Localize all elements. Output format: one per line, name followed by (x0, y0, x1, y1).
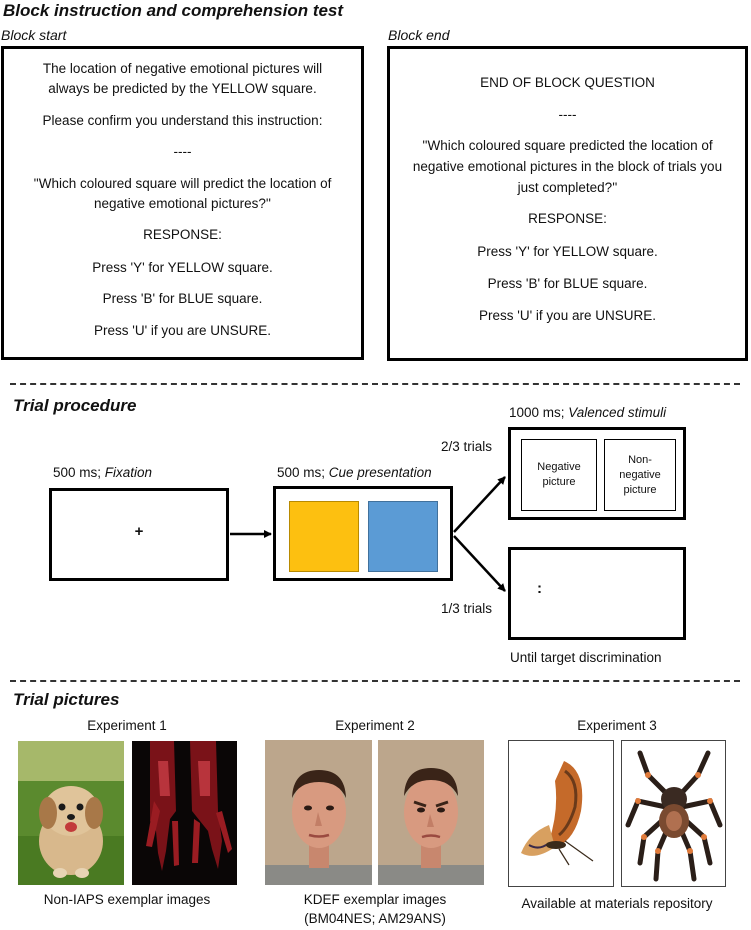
experiment-2-caption: KDEF exemplar images (303, 892, 447, 907)
block-start-option: Press 'B' for BLUE square. (102, 291, 263, 306)
non-negative-picture-label: Non-negative picture (619, 453, 661, 496)
block-instruction-title: Block instruction and comprehension test (3, 1, 344, 20)
cue-name: Cue presentation (328, 465, 432, 480)
valenced-time: 1000 ms; (509, 405, 569, 420)
block-end-response-label: RESPONSE: (528, 211, 607, 226)
cue-label: 500 ms; Cue presentation (277, 465, 432, 480)
experiment-3-heading: Experiment 3 (577, 718, 657, 733)
spider-photo (621, 740, 726, 887)
block-start-label: Block start (1, 27, 67, 43)
block-end-question: ''Which coloured square predicted the lo… (422, 138, 713, 153)
fixation-name: Fixation (104, 465, 153, 480)
block-end-question: just completed?'' (517, 180, 618, 195)
non-negative-picture-box: Non-negative picture (604, 439, 676, 511)
section-divider (10, 680, 740, 682)
fixation-cross: + (134, 523, 144, 540)
puppy-photo (18, 741, 124, 885)
experiment-2-caption-codes: (BM04NES; AM29ANS) (304, 911, 446, 926)
arrow-cue-to-target (453, 535, 506, 592)
valenced-name: Valenced stimuli (568, 405, 667, 420)
block-start-question: negative emotional pictures?'' (93, 196, 271, 211)
block-start-response-label: RESPONSE: (143, 227, 222, 242)
block-start-option: Press 'Y' for YELLOW square. (92, 260, 273, 275)
block-end-separator: ---- (558, 107, 577, 122)
valenced-label: 1000 ms; Valenced stimuli (509, 405, 666, 420)
block-start-separator: ---- (173, 144, 192, 159)
negative-picture-label: Negative picture (537, 461, 581, 488)
two-thirds-trials-label: 2/3 trials (441, 439, 493, 454)
block-start-question: ''Which coloured square will predict the… (33, 176, 332, 191)
butterfly-photo (508, 740, 614, 887)
target-symbol: : (537, 580, 542, 597)
experiment-1-caption: Non-IAPS exemplar images (43, 892, 211, 907)
fixation-screen: + (49, 488, 229, 581)
arrow-cue-to-valenced (453, 476, 506, 533)
bloody-hands-photo (132, 741, 237, 885)
yellow-cue-square (289, 501, 359, 572)
block-end-option: Press 'Y' for YELLOW square. (477, 244, 658, 259)
block-end-heading: END OF BLOCK QUESTION (480, 75, 655, 90)
block-end-option: Press 'B' for BLUE square. (487, 276, 648, 291)
blue-cue-square (368, 501, 438, 572)
fixation-time: 500 ms; (53, 465, 105, 480)
target-caption: Until target discrimination (510, 650, 662, 665)
block-end-label: Block end (388, 27, 450, 43)
cue-screen (273, 486, 453, 581)
one-third-trials-label: 1/3 trials (441, 601, 493, 616)
block-end-question: negative emotional pictures in the block… (412, 159, 723, 174)
block-start-line: always be predicted by the YELLOW square… (48, 81, 317, 96)
block-start-option: Press 'U' if you are UNSURE. (94, 323, 271, 338)
block-start-box: The location of negative emotional pictu… (1, 46, 364, 360)
neutral-face-photo (265, 740, 372, 885)
fixation-label: 500 ms; Fixation (53, 465, 152, 480)
cue-time: 500 ms; (277, 465, 329, 480)
block-end-option: Press 'U' if you are UNSURE. (479, 308, 656, 323)
target-screen: : (508, 547, 686, 640)
negative-picture-box: Negative picture (521, 439, 597, 511)
block-start-line: The location of negative emotional pictu… (42, 61, 323, 76)
block-start-line: Please confirm you understand this instr… (42, 113, 323, 128)
experiment-1-heading: Experiment 1 (87, 718, 167, 733)
experiment-3-caption: Available at materials repository (521, 896, 713, 911)
trial-pictures-title: Trial pictures (13, 690, 120, 709)
section-divider (10, 383, 740, 385)
experiment-2-heading: Experiment 2 (335, 718, 415, 733)
valenced-screen: Negative picture Non-negative picture (508, 427, 686, 520)
angry-face-photo (378, 740, 484, 885)
trial-procedure-title: Trial procedure (13, 396, 137, 415)
block-end-box: END OF BLOCK QUESTION ---- ''Which colou… (387, 46, 748, 361)
